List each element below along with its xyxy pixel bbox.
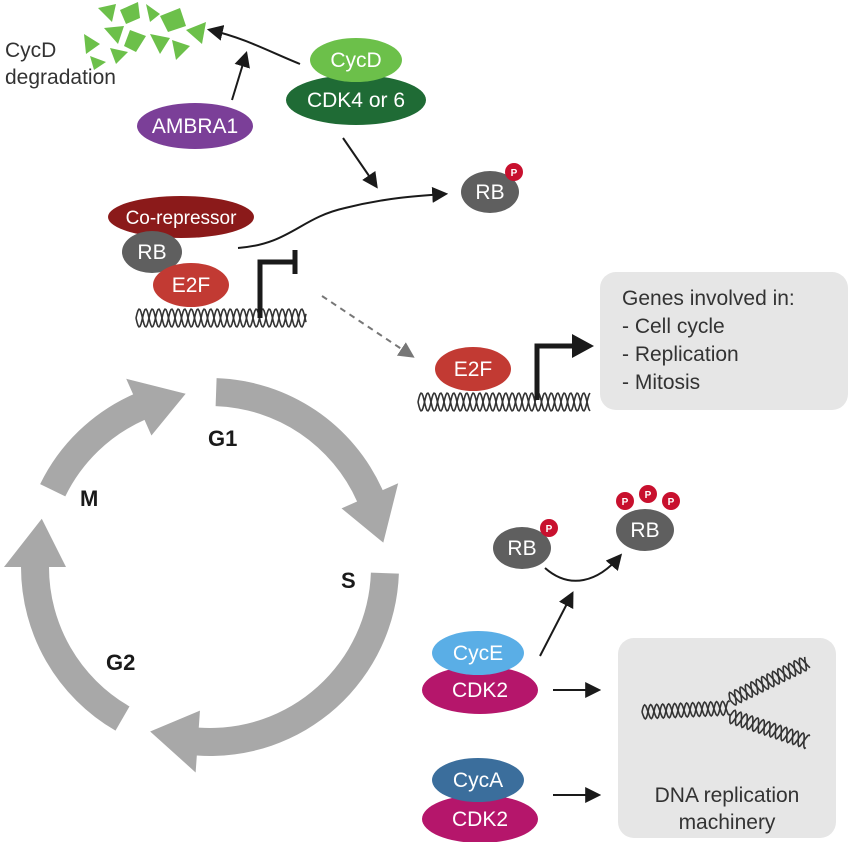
svg-text:CycE: CycE: [453, 642, 503, 665]
cdk46-arrow: [342, 137, 378, 189]
svg-text:AMBRA1: AMBRA1: [152, 115, 238, 138]
cdk2-protein-e: CDK2: [422, 666, 538, 714]
co-repressor-protein: Co-repressor: [108, 196, 254, 238]
cell-cycle-arrow-segment: [150, 572, 399, 773]
svg-text:RB: RB: [475, 181, 504, 204]
svg-text:P: P: [668, 497, 675, 508]
cycd-protein: CycD: [310, 38, 402, 82]
genes-box-item-replication: - Replication: [622, 343, 739, 366]
genes-box-title: Genes involved in:: [622, 287, 795, 310]
active-promoter-icon: [534, 343, 574, 400]
svg-text:CDK4 or 6: CDK4 or 6: [307, 89, 405, 112]
svg-text:RB: RB: [137, 241, 166, 264]
genes-box-item-mitosis: - Mitosis: [622, 371, 700, 394]
svg-text:CDK2: CDK2: [452, 679, 508, 702]
rb-phospho-protein: RB P: [461, 163, 523, 213]
degradation-arrow: [206, 25, 301, 65]
phase-label-g1: G1: [208, 426, 237, 451]
cycd-degradation-label: CycD: [5, 39, 56, 62]
ambra1-protein: AMBRA1: [137, 103, 253, 149]
rb-phospho-single-protein: RB P: [493, 519, 558, 569]
svg-text:P: P: [645, 490, 652, 501]
cyce-protein: CycE: [432, 631, 524, 675]
rb-release-arrow: [237, 186, 449, 249]
cell-cycle-arrow-segment: [215, 378, 399, 543]
svg-text:CycA: CycA: [453, 769, 503, 792]
svg-text:E2F: E2F: [172, 274, 211, 297]
dna-replication-label-2: machinery: [679, 811, 776, 834]
cdk2-rb-arrow: [539, 591, 574, 657]
cdk2-protein-a: CDK2: [422, 795, 538, 842]
svg-text:P: P: [622, 497, 629, 508]
svg-text:RB: RB: [630, 519, 659, 542]
svg-text:E2F: E2F: [454, 358, 493, 381]
dna-replication-box: DNA replication machinery: [618, 638, 836, 838]
e2f-protein-repressed: E2F: [153, 263, 229, 307]
genes-box-item-cell-cycle: - Cell cycle: [622, 315, 725, 338]
phase-label-m: M: [80, 486, 98, 511]
genes-box: Genes involved in: - Cell cycle - Replic…: [600, 272, 848, 410]
rb-protein: RB: [122, 231, 182, 273]
svg-text:P: P: [511, 168, 518, 179]
blocked-promoter-icon: [257, 250, 298, 318]
cycd-fragments-icon: [84, 2, 206, 70]
dna-replication-label: DNA replication: [655, 784, 800, 807]
dna-strand-left-2: [135, 308, 307, 328]
cell-cycle-arrow-segment: [4, 518, 130, 731]
dna-strand-right-2: [417, 392, 591, 412]
e2f-protein-active: E2F: [435, 347, 511, 391]
cycd-degradation-label-2: degradation: [5, 66, 116, 89]
replication-fork-icon: [641, 700, 731, 721]
phase-label-s: S: [341, 568, 356, 593]
svg-text:CycD: CycD: [330, 49, 381, 72]
svg-text:P: P: [546, 524, 553, 535]
ambra1-arrow: [231, 50, 250, 101]
rb-hyperphospho-arrow: [544, 553, 623, 582]
phase-label-g2: G2: [106, 650, 135, 675]
cyca-protein: CycA: [432, 758, 524, 802]
cell-cycle-arrow-segment: [40, 378, 186, 497]
rb-hyperphospho-protein: RB P P P: [616, 485, 680, 551]
svg-text:RB: RB: [507, 537, 536, 560]
svg-text:CDK2: CDK2: [452, 808, 508, 831]
cdk46-protein: CDK4 or 6: [286, 75, 426, 125]
svg-text:Co-repressor: Co-repressor: [126, 208, 238, 229]
dna-strand-left: [135, 308, 307, 328]
release-dashed-arrow: [321, 295, 415, 358]
cell-cycle-ring: [4, 378, 399, 773]
